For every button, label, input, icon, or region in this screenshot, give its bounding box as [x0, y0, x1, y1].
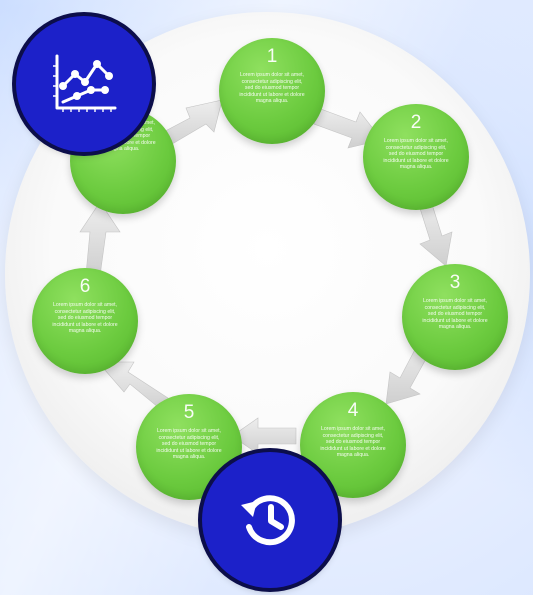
arrow-4-to-5	[231, 417, 297, 455]
step-2-text: Lorem ipsum dolor sit amet, consectetur …	[383, 138, 449, 171]
step-3-text: Lorem ipsum dolor sit amet, consectetur …	[422, 298, 488, 331]
step-4-number: 4	[347, 400, 359, 421]
step-1: 1 Lorem ipsum dolor sit amet, consectetu…	[219, 38, 325, 144]
step-3-number: 3	[449, 272, 461, 293]
arrow-6-to-7	[79, 201, 121, 277]
step-4-text: Lorem ipsum dolor sit amet, consectetur …	[320, 426, 386, 459]
step-5-number: 5	[183, 402, 195, 423]
step-1-number: 1	[266, 46, 278, 67]
step-6-number: 6	[79, 276, 91, 297]
step-2-number: 2	[410, 112, 422, 133]
step-1-text: Lorem ipsum dolor sit amet, consectetur …	[239, 72, 305, 105]
step-6: 6 Lorem ipsum dolor sit amet, consectetu…	[32, 268, 138, 374]
line-chart-icon	[53, 54, 117, 112]
history-badge[interactable]	[202, 452, 338, 588]
history-icon	[241, 495, 295, 546]
step-3: 3 Lorem ipsum dolor sit amet, consectetu…	[402, 264, 508, 370]
step-2: 2 Lorem ipsum dolor sit amet, consectetu…	[363, 104, 469, 210]
step-5-text: Lorem ipsum dolor sit amet, consectetur …	[156, 428, 222, 461]
chart-badge[interactable]	[16, 16, 152, 152]
step-6-text: Lorem ipsum dolor sit amet, consectetur …	[52, 302, 118, 335]
